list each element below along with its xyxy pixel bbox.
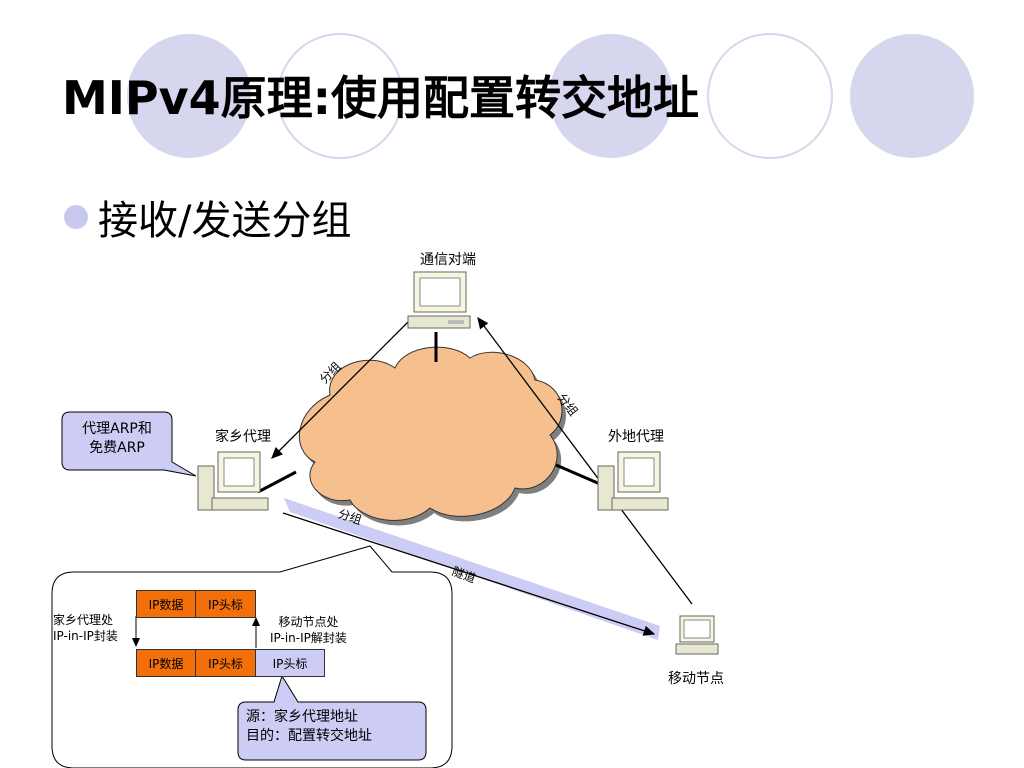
label-mobile-node: 移动节点 — [668, 671, 724, 687]
address-callout-bubble — [237, 674, 427, 761]
deco-circle — [127, 34, 251, 158]
bullet-text: 接收/发送分组 — [98, 198, 352, 244]
computer-icon-home-agent — [197, 451, 269, 511]
address-callout-text: 源：家乡代理地址 目的：配置转交地址 — [246, 708, 422, 746]
packet-header-encap: IP头标 — [195, 649, 256, 677]
label-correspondent: 通信对端 — [420, 252, 476, 268]
slide-title: MIPv4原理:使用配置转交地址 — [62, 71, 699, 125]
address-callout-line1: 源：家乡代理地址 — [246, 709, 358, 725]
arp-callout-line1: 代理ARP和 — [82, 421, 152, 437]
packet-outer-header: IP头标 — [255, 649, 325, 677]
deco-circle — [549, 34, 673, 158]
tunnel-band — [284, 498, 660, 640]
label-foreign-agent: 外地代理 — [608, 429, 664, 445]
decorative-circles — [127, 33, 974, 159]
link-home-agent — [257, 470, 297, 494]
arrow-correspondent-to-home — [271, 317, 413, 459]
arp-callout-text: 代理ARP和 免费ARP — [64, 420, 170, 458]
bullet-dot-icon — [64, 205, 88, 229]
packet-data-encap: IP数据 — [136, 649, 196, 677]
deco-circle — [277, 33, 403, 159]
computer-icon-foreign-agent — [597, 451, 669, 511]
computer-icon-mobile-node — [675, 615, 719, 655]
link-foreign-agent — [555, 463, 601, 486]
bullet-row: 接收/发送分组 — [64, 188, 351, 246]
arrow-tunnel — [282, 512, 656, 636]
deco-circle — [707, 33, 833, 159]
arrow-mobile-to-correspondent — [477, 316, 693, 605]
encap-label: 家乡代理处 IP-in-IP封装 — [53, 612, 118, 644]
decap-label-line2: IP-in-IP解封装 — [270, 631, 347, 645]
packet-data-original: IP数据 — [136, 590, 196, 618]
arp-callout-bubble — [61, 411, 197, 477]
encap-label-line2: IP-in-IP封装 — [53, 629, 118, 643]
deco-circle — [850, 34, 974, 158]
arp-callout-line2: 免费ARP — [89, 440, 145, 456]
label-home-agent: 家乡代理 — [215, 429, 271, 445]
computer-icon-correspondent — [407, 271, 471, 329]
decap-label: 移动节点处 IP-in-IP解封装 — [270, 614, 347, 646]
address-callout-line2: 目的：配置转交地址 — [246, 728, 372, 744]
packet-header-original: IP头标 — [195, 590, 256, 618]
encap-label-line1: 家乡代理处 — [53, 613, 114, 627]
network-cloud — [299, 346, 566, 526]
decap-label-line1: 移动节点处 — [278, 615, 339, 629]
